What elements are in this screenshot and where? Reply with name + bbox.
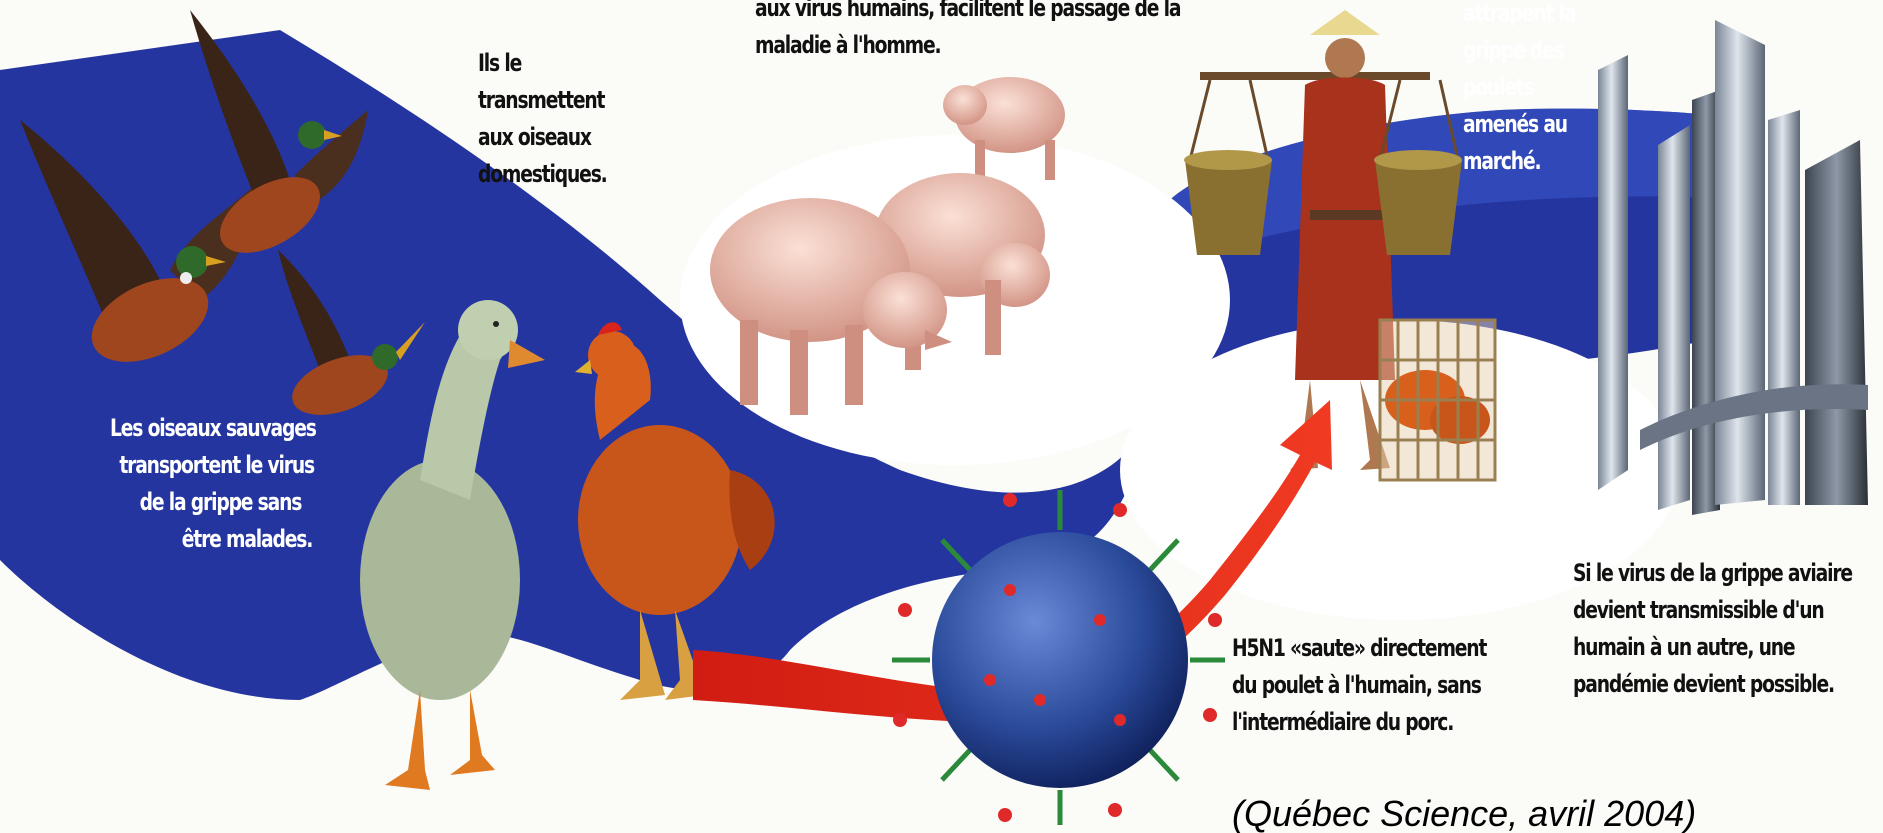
caption-line: être malades. <box>110 521 316 558</box>
caption-line: amenés au <box>1463 106 1575 143</box>
source-citation: (Québec Science, avril 2004) <box>1232 793 1696 833</box>
caption-line: domestiques. <box>478 156 607 193</box>
caption-line: poulets <box>1463 69 1575 106</box>
caption-line: H5N1 «saute» directement <box>1232 630 1486 667</box>
pandemic-caption: Si le virus de la grippe aviaire devient… <box>1573 555 1852 703</box>
caption-line: du poulet à l'humain, sans <box>1232 667 1486 704</box>
virus-icon <box>892 490 1225 825</box>
wild-birds-caption: Les oiseaux sauvages transportent le vir… <box>110 410 316 558</box>
caption-line: l'intermédiaire du porc. <box>1232 704 1486 741</box>
caption-line: Si le virus de la grippe aviaire <box>1573 555 1852 592</box>
domestic-birds-caption: Ils le transmettent aux oiseaux domestiq… <box>478 45 607 193</box>
pigs-caption: aux virus humains, facilitent le passage… <box>755 0 1180 64</box>
caption-line: transmettent <box>478 82 607 119</box>
caption-line: humain à un autre, une <box>1573 629 1852 666</box>
caption-line: grippe des <box>1463 32 1575 69</box>
caption-line: maladie à l'homme. <box>755 27 1180 64</box>
caption-line: attrapent la <box>1463 0 1575 32</box>
caption-line: aux oiseaux <box>478 119 607 156</box>
market-caption: attrapent la grippe des poulets amenés a… <box>1463 0 1575 180</box>
caption-line: aux virus humains, facilitent le passage… <box>755 0 1180 27</box>
caption-line: de la grippe sans <box>110 484 316 521</box>
caption-line: pandémie devient possible. <box>1573 666 1852 703</box>
caption-line: marché. <box>1463 143 1575 180</box>
basket-icon <box>1374 80 1462 255</box>
basket-icon <box>1184 80 1272 255</box>
chicken-cage-icon <box>1380 320 1495 480</box>
caption-line: transportent le virus <box>110 447 316 484</box>
h5n1-caption: H5N1 «saute» directement du poulet à l'h… <box>1232 630 1486 741</box>
caption-line: Ils le <box>478 45 607 82</box>
caption-line: devient transmissible d'un <box>1573 592 1852 629</box>
caption-line: Les oiseaux sauvages <box>110 410 316 447</box>
